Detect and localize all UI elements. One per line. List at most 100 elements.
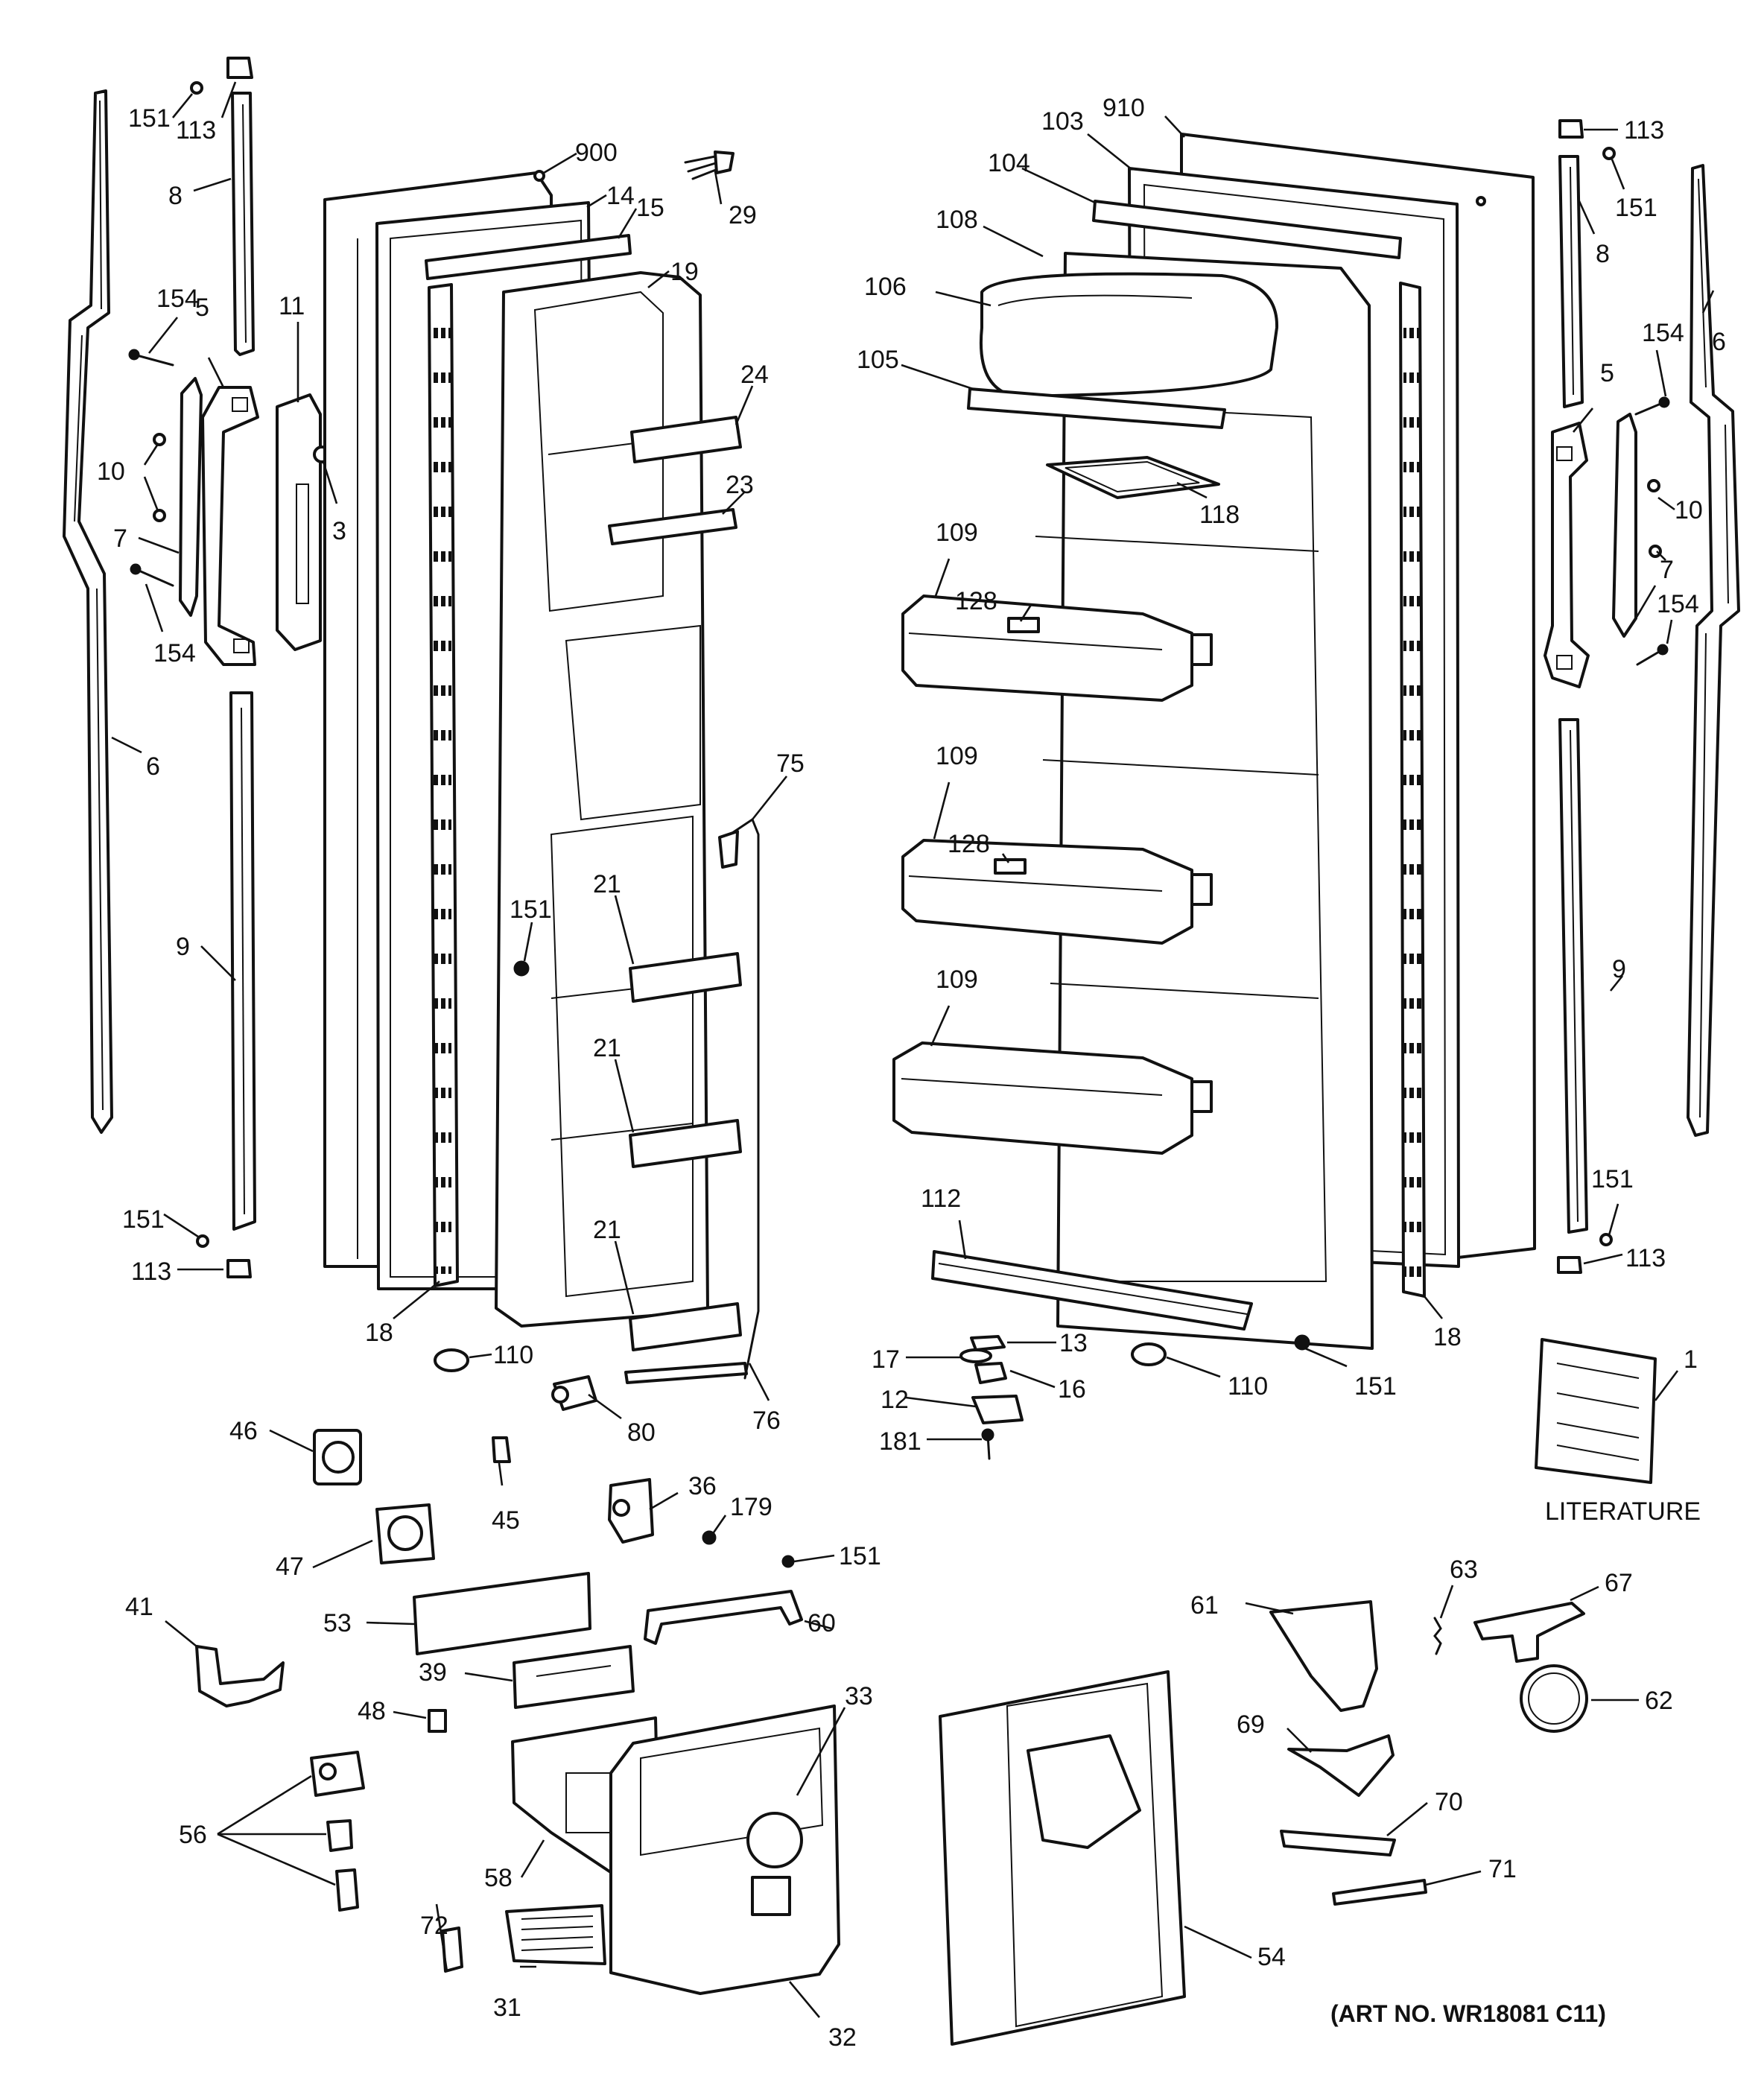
part-45-clip (492, 1436, 511, 1463)
part-113-right-upper-cap (1558, 119, 1584, 139)
callout-labels: 151 113 8 154 5 11 10 3 7 154 6 9 151 11… (97, 94, 1726, 2052)
callout-109: 109 (936, 742, 978, 770)
callout-10: 10 (1675, 496, 1703, 524)
callout-6: 6 (1712, 328, 1726, 356)
part-60-dispenser-bracket (644, 1590, 803, 1645)
callout-24: 24 (740, 361, 769, 389)
callout-112: 112 (921, 1185, 961, 1213)
part-69-chute-door (1287, 1734, 1395, 1797)
part-76-water-tube (624, 1362, 748, 1384)
callout-103: 103 (1041, 107, 1084, 136)
part-8-left-upper-trim (231, 92, 255, 356)
callout-14: 14 (606, 182, 635, 210)
part-154-right-screw-lower (1636, 644, 1669, 666)
callout-8: 8 (168, 182, 183, 210)
callout-104: 104 (988, 149, 1030, 177)
part-109-door-bin-upper (901, 594, 1213, 702)
callout-18: 18 (365, 1319, 393, 1347)
part-23-door-shelf-rail (608, 508, 737, 545)
part-113-right-lower-cap (1557, 1256, 1582, 1274)
part-18-right-side-trim (1399, 282, 1426, 1298)
part-75-water-tube (718, 817, 760, 1380)
callout-151: 151 (128, 104, 171, 133)
part-13-hinge-plate (970, 1335, 1006, 1351)
callout-63: 63 (1450, 1556, 1478, 1584)
part-106-dairy-door (980, 272, 1279, 398)
callout-5: 5 (195, 294, 209, 322)
part-9-left-lower-trim (229, 691, 256, 1231)
callout-113: 113 (176, 116, 216, 145)
callout-108: 108 (936, 206, 978, 234)
part-56-light-socket-and-bulbs (310, 1751, 365, 1912)
part-154-right-screw-upper (1634, 396, 1670, 416)
callout-58: 58 (484, 1864, 513, 1892)
callout-16: 16 (1058, 1375, 1086, 1404)
callout-75: 75 (776, 749, 805, 778)
callout-47: 47 (276, 1553, 304, 1581)
callout-70: 70 (1435, 1788, 1463, 1816)
part-151-dispenser-screw (781, 1555, 795, 1568)
part-151-right-upper-screw (1602, 147, 1616, 160)
callout-7: 7 (1660, 556, 1674, 584)
part-24-door-shelf-rail (630, 416, 742, 463)
callout-106: 106 (864, 273, 907, 301)
callout-113: 113 (131, 1258, 171, 1286)
callout-32: 32 (828, 2023, 857, 2052)
callout-19: 19 (670, 258, 699, 286)
callout-13: 13 (1059, 1329, 1088, 1357)
callout-151: 151 (122, 1205, 165, 1234)
part-154-left-screw-upper (128, 349, 174, 367)
callout-21: 21 (593, 1216, 621, 1244)
callout-39: 39 (419, 1658, 447, 1687)
callout-118: 118 (1199, 501, 1240, 529)
callout-33: 33 (845, 1682, 873, 1710)
part-118-egg-tray (1046, 456, 1220, 499)
callout-105: 105 (857, 346, 899, 374)
callout-154: 154 (1657, 590, 1699, 618)
part-109-door-bin-middle (901, 839, 1213, 945)
part-113-left-lower-cap (226, 1259, 252, 1278)
part-18-left-side-trim (428, 283, 459, 1287)
callout-54: 54 (1257, 1943, 1286, 1971)
callout-151: 151 (1354, 1372, 1397, 1401)
part-61-ice-chute (1269, 1600, 1378, 1712)
part-109-door-bin-lower (892, 1041, 1213, 1155)
part-15-freezer-door-top-trim (425, 234, 632, 280)
part-113-left-upper-cap (226, 57, 253, 79)
part-6-right-gasket (1687, 164, 1740, 1137)
callout-45: 45 (492, 1506, 520, 1535)
part-12-hinge-bracket (971, 1395, 1024, 1424)
callout-31: 31 (493, 1994, 521, 2022)
callout-11: 11 (279, 292, 305, 320)
part-47-light-housing (375, 1503, 435, 1564)
callout-151: 151 (1591, 1165, 1634, 1193)
literature-label: LITERATURE (1545, 1497, 1701, 1526)
callout-110: 110 (493, 1341, 533, 1369)
callout-151: 151 (1615, 194, 1657, 222)
part-71-chute-rod (1332, 1879, 1427, 1906)
callout-109: 109 (936, 518, 978, 547)
part-151-left-upper-screw (190, 81, 203, 95)
part-5-right-handle (1544, 422, 1590, 688)
part-10-left-screws (153, 433, 166, 522)
callout-80: 80 (627, 1418, 656, 1447)
part-151-right-door-screw (1294, 1334, 1310, 1351)
callout-10: 10 (97, 457, 125, 486)
part-110-right-cam (1131, 1342, 1167, 1366)
part-31-drip-tray (505, 1904, 606, 1965)
part-16-hinge-bushing (974, 1362, 1007, 1384)
callout-9: 9 (176, 933, 190, 961)
callout-48: 48 (358, 1697, 386, 1725)
part-29-wire-harness (684, 150, 735, 180)
callout-910: 910 (1102, 94, 1145, 122)
callout-76: 76 (752, 1407, 781, 1435)
callout-128: 128 (955, 587, 997, 615)
callout-46: 46 (229, 1417, 258, 1445)
part-17-hinge-shim (959, 1348, 992, 1363)
part-21-door-shelf-rail-upper (629, 952, 742, 1003)
callout-71: 71 (1488, 1855, 1517, 1883)
part-21-door-shelf-rail-middle (629, 1119, 742, 1168)
part-105-dairy-door-trim (967, 387, 1226, 429)
callout-128: 128 (948, 830, 990, 858)
